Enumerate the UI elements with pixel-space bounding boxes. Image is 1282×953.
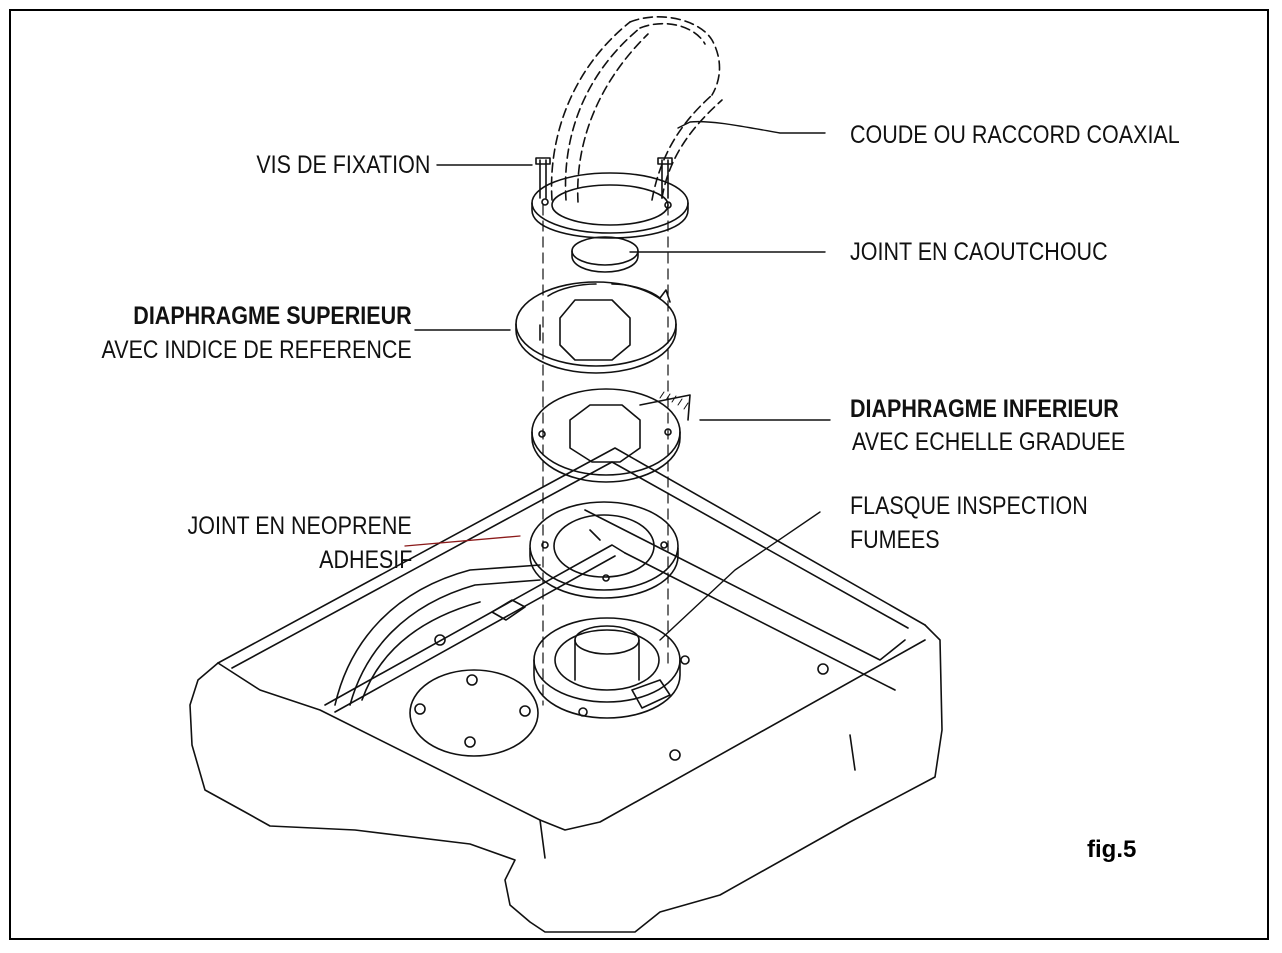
flue-inspection-flange: [533, 617, 690, 719]
figure-number: fig.5: [1087, 836, 1137, 863]
alignment-lines: [542, 204, 669, 706]
leader-lines: [414, 120, 831, 641]
neoprene-leader-line: [404, 535, 521, 547]
upper-diaphragm: [515, 281, 677, 374]
figure-frame: [9, 9, 1269, 940]
label-upper-diaphragm-sub: AVEC INDICE DE REFERENCE: [101, 336, 412, 364]
label-neoprene-gasket-line2: ADHESIF: [318, 546, 412, 574]
label-lower-diaphragm-sub: AVEC ECHELLE GRADUEE: [852, 428, 1126, 456]
label-rubber-seal: JOINT EN CAOUTCHOUC: [850, 238, 1108, 266]
label-upper-diaphragm-title: DIAPHRAGME SUPERIEUR: [133, 302, 412, 330]
label-lower-diaphragm-title: DIAPHRAGME INFERIEUR: [850, 395, 1119, 423]
rubber-seal: [571, 236, 639, 273]
label-neoprene-gasket-line1: JOINT EN NEOPRENE: [187, 512, 412, 540]
label-fixing-screw: VIS DE FIXATION: [255, 151, 430, 179]
lower-diaphragm: [531, 388, 691, 483]
inspection-cover-plate: [409, 669, 539, 757]
label-flue-flange-line1: FLASQUE INSPECTION: [850, 492, 1088, 520]
coaxial-elbow: [531, 16, 723, 239]
neoprene-gasket: [529, 501, 679, 599]
label-flue-flange-line2: FUMEES: [850, 526, 940, 554]
boiler-housing: [189, 447, 943, 933]
label-coaxial-elbow: COUDE OU RACCORD COAXIAL: [850, 121, 1180, 149]
